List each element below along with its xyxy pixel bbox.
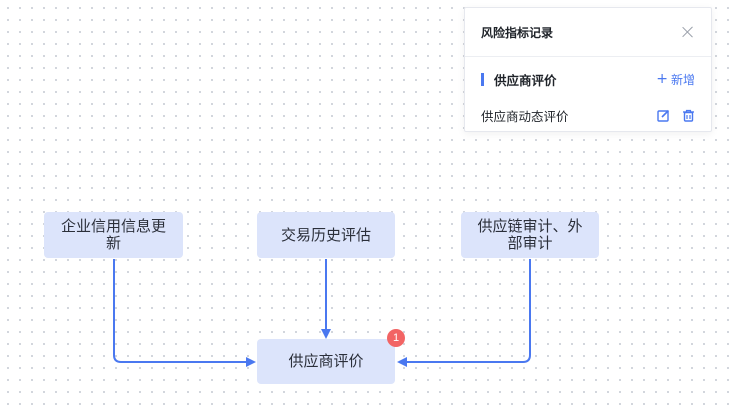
node-label-line2: 部审计 [507,234,553,252]
add-button[interactable]: + 新增 [656,71,695,88]
section-title: 供应商评价 [494,72,557,88]
panel-header: 风险指标记录 [465,8,711,57]
list-item[interactable]: 供应商动态评价 [465,99,711,131]
plus-icon: + [656,71,668,87]
section-accent-bar [481,72,484,86]
edge-audit-to-evaluation[interactable] [397,259,531,367]
node-transaction-history[interactable]: 交易历史评估 [257,212,395,258]
edit-icon[interactable] [657,109,670,122]
trash-icon[interactable] [682,109,695,122]
node-label: 供应商评价 [288,352,364,370]
node-label-line2: 新 [105,234,121,252]
notification-badge: 1 [387,329,405,347]
edge-credit-to-evaluation[interactable] [113,259,256,367]
node-label: 交易历史评估 [280,225,371,244]
node-label-line1: 企业信用信息更 [60,217,166,235]
panel-title: 风险指标记录 [481,25,554,40]
close-icon[interactable] [681,25,695,39]
list-item-label: 供应商动态评价 [481,108,569,124]
node-supply-chain-audit[interactable]: 供应链审计、外 部审计 [461,212,599,258]
section-header: 供应商评价 + 新增 [465,59,711,99]
add-button-label: 新增 [670,72,695,87]
node-label-line1: 供应链审计、外 [477,217,583,235]
risk-indicator-panel: 风险指标记录 供应商评价 + 新增 供应商动态评价 [464,7,712,132]
node-supplier-evaluation[interactable]: 供应商评价 [257,339,395,384]
node-credit-info-update[interactable]: 企业信用信息更 新 [44,212,183,258]
